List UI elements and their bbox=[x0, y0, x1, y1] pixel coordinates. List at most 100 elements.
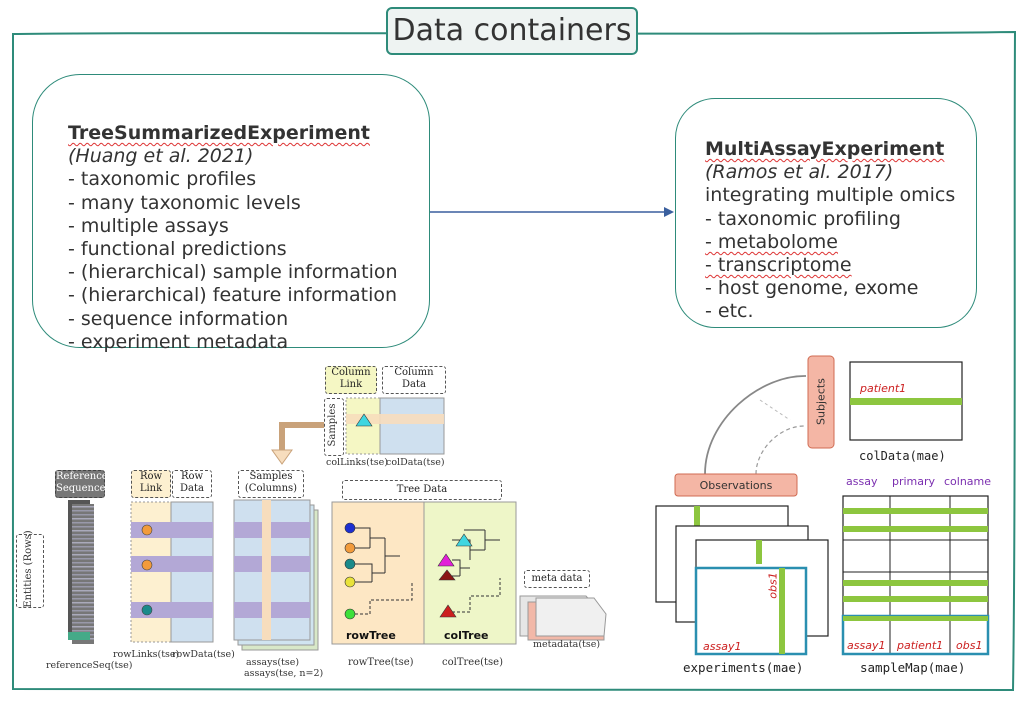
samplemap-col-assay: assay bbox=[846, 475, 878, 488]
tse-item: - functional predictions bbox=[68, 238, 287, 261]
reference-sequence-stripe bbox=[72, 526, 94, 528]
coldata-mae-fn: colData(mae) bbox=[859, 449, 946, 463]
reference-sequence-stripe bbox=[72, 522, 94, 524]
experiments-stack bbox=[655, 505, 829, 656]
row-link-dot bbox=[141, 524, 153, 536]
reference-sequence-stripe bbox=[72, 582, 94, 584]
col-tree bbox=[452, 529, 501, 613]
column-data-label: Column Data bbox=[382, 366, 446, 394]
mae-arc-outer bbox=[704, 375, 807, 475]
tse-text: TreeSummarizedExperiment (Huang et al. 2… bbox=[68, 122, 398, 354]
tse-item: - (hierarchical) feature information bbox=[68, 284, 398, 307]
tse-name: TreeSummarizedExperiment bbox=[68, 122, 370, 144]
reference-sequence-stripe bbox=[72, 506, 94, 508]
mae-item: - host genome, exome bbox=[705, 277, 919, 300]
patient1-label: patient1 bbox=[860, 382, 907, 395]
mae-item: - taxonomic profiling bbox=[705, 207, 901, 230]
obs1-label: obs1 bbox=[766, 572, 780, 599]
mae-arc-inner bbox=[755, 425, 807, 475]
tse-item: - many taxonomic levels bbox=[68, 191, 301, 214]
tse-to-mae-arrowhead bbox=[664, 207, 674, 217]
tse-citation: (Huang et al. 2021) bbox=[68, 145, 254, 168]
reference-sequence-stripe bbox=[72, 558, 94, 560]
reference-sequence-stripe bbox=[72, 542, 94, 544]
col-tree-panel bbox=[423, 501, 517, 645]
metadata-sheets bbox=[519, 595, 607, 641]
col-tree-fn: colTree(tse) bbox=[442, 657, 503, 668]
reference-seq-fn: referenceSeq(tse) bbox=[46, 660, 133, 671]
subjects-label: Subjects bbox=[814, 378, 828, 425]
reference-sequence-stripe bbox=[72, 514, 94, 516]
reference-sequence-stripe bbox=[72, 574, 94, 576]
reference-sequence-stripe bbox=[72, 538, 94, 540]
samplemap-col-colname: colname bbox=[944, 475, 992, 488]
reference-sequence-stripe bbox=[72, 610, 94, 612]
row-data-label: Row Data bbox=[172, 470, 212, 498]
page-title: Data containers bbox=[386, 7, 638, 55]
reference-sequence-stripe bbox=[72, 614, 94, 616]
mae-name: MultiAssayExperiment bbox=[705, 138, 945, 160]
reference-sequence-stripe bbox=[72, 606, 94, 608]
column-link-label: Column Link bbox=[325, 366, 377, 394]
tse-item: - sequence information bbox=[68, 307, 289, 330]
observations-label: Observations bbox=[699, 479, 773, 492]
samplemap-obs1: obs1 bbox=[956, 639, 983, 652]
reference-sequence-stripe bbox=[72, 554, 94, 556]
reference-sequence-stripe bbox=[72, 590, 94, 592]
reference-sequence-stripe bbox=[72, 630, 94, 632]
reference-sequence-stripe bbox=[72, 578, 94, 580]
samplemap-col-primary: primary bbox=[892, 475, 936, 488]
mae-arc-dashed bbox=[759, 399, 791, 421]
assays-n-fn: assays(tse, n=2) bbox=[244, 668, 324, 679]
col-data-fn: colData(tse) bbox=[386, 457, 445, 468]
row-link-dot bbox=[141, 604, 153, 616]
reference-sequence-stripe bbox=[72, 602, 94, 604]
row-data-fn: rowData(tse) bbox=[172, 649, 235, 660]
reference-sequence-stripe bbox=[72, 622, 94, 624]
mae-box bbox=[675, 98, 977, 328]
mae-subtitle: integrating multiple omics bbox=[705, 184, 956, 207]
tse-item: - taxonomic profiles bbox=[68, 168, 257, 191]
reference-sequence-stripe bbox=[72, 626, 94, 628]
column-data-area bbox=[379, 397, 445, 455]
reference-sequence-label: Reference Sequence bbox=[55, 470, 108, 498]
entities-label: Entities (Rows) bbox=[23, 530, 34, 608]
meta-data-label: meta data bbox=[524, 570, 590, 588]
row-tree-label: rowTree bbox=[346, 629, 396, 642]
samplemap-assay1: assay1 bbox=[847, 639, 886, 652]
samples-label: Samples bbox=[327, 403, 338, 447]
row-links-fn: rowLinks(tse) bbox=[113, 649, 180, 660]
reference-sequence-stripe bbox=[72, 518, 94, 520]
mae-citation: (Ramos et al. 2017) bbox=[705, 161, 894, 184]
experiments-fn: experiments(mae) bbox=[683, 660, 804, 675]
samplemap-fn: sampleMap(mae) bbox=[860, 660, 966, 675]
tse-item: - experiment metadata bbox=[68, 330, 289, 353]
column-link-triangle bbox=[355, 413, 373, 427]
reference-sequence-stack bbox=[68, 500, 94, 644]
reference-sequence-stripe bbox=[72, 586, 94, 588]
reference-sequence-stripe bbox=[72, 598, 94, 600]
row-tree bbox=[355, 527, 413, 615]
mae-text: MultiAssayExperiment (Ramos et al. 2017)… bbox=[705, 138, 955, 324]
observations-box bbox=[674, 473, 798, 497]
row-link-dot bbox=[141, 559, 153, 571]
reference-sequence-stripe bbox=[72, 510, 94, 512]
samplemap-patient1: patient1 bbox=[897, 639, 944, 652]
reference-sequence-stripe bbox=[72, 570, 94, 572]
reference-sequence-stripe bbox=[72, 594, 94, 596]
samplemap-table bbox=[841, 495, 990, 656]
col-to-assay-arrow bbox=[279, 422, 344, 452]
tse-item: - multiple assays bbox=[68, 214, 229, 237]
row-link-label: Row Link bbox=[131, 470, 171, 498]
subjects-box bbox=[807, 355, 835, 449]
tree-data-label: Tree Data bbox=[342, 480, 502, 500]
reference-sequence-stripe bbox=[72, 534, 94, 536]
mae-item: - transcriptome bbox=[705, 254, 852, 277]
col-tree-label: colTree bbox=[444, 629, 489, 642]
col-links-fn: colLinks(tse) bbox=[326, 457, 388, 468]
assays-stack bbox=[233, 499, 319, 651]
assay1-label: assay1 bbox=[703, 640, 742, 653]
mae-item: - metabolome bbox=[705, 230, 838, 253]
entities-label-box bbox=[16, 534, 44, 608]
